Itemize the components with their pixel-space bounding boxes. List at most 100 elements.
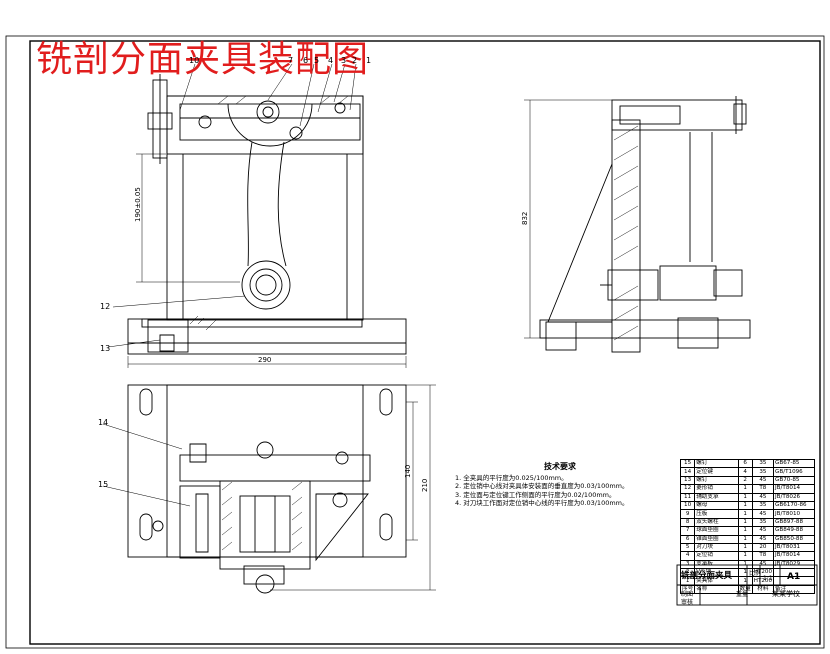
bom-cell: 8: [679, 517, 696, 528]
bom-cell: JB/T8014: [773, 551, 815, 561]
bom-cell: T8: [751, 551, 775, 561]
callout-3: 3: [341, 56, 347, 65]
bom-cell: 1: [737, 517, 753, 528]
bom-cell: GB849-88: [773, 526, 815, 536]
bom-cell: 4: [737, 467, 753, 477]
bom-cell: JB/T8031: [773, 542, 815, 553]
bom-cell: 1: [737, 526, 753, 536]
callout-10: 10: [189, 56, 200, 65]
drawing-title: 铣剖分面夹具装配图: [36, 39, 370, 80]
tech-requirement-line: 3. 定位面与定位键工作侧面的平行度为0.02/100mm。: [455, 490, 616, 499]
bom-cell: GB850-88: [773, 534, 815, 544]
bom-cell: 螺母: [694, 500, 739, 511]
bom-cell: 10: [679, 500, 696, 511]
outer-frame: [5, 35, 825, 649]
callout-14: 14: [98, 418, 109, 427]
bom-cell: 1: [737, 509, 753, 519]
callout-6: 6: [303, 56, 309, 65]
bom-cell: 1: [737, 551, 753, 561]
bom-cell: 辅助支承: [694, 492, 739, 502]
bom-cell: 2: [737, 475, 753, 486]
bom-cell: 45: [751, 526, 775, 536]
bom-cell: 35: [751, 517, 775, 528]
inner-frame: [29, 40, 821, 645]
callout-1: 1: [366, 56, 372, 65]
bom-cell: 1: [737, 576, 753, 586]
bom-cell: 压板: [694, 509, 739, 519]
bom-cell: 45: [751, 475, 775, 486]
bom-cell: 35: [751, 500, 775, 511]
bom-cell: 9: [679, 509, 696, 519]
bom-cell: 35: [751, 467, 775, 477]
bom-cell: 1: [737, 492, 753, 502]
bom-cell: 支承板: [694, 559, 739, 570]
bom-cell: JB/T8014: [773, 484, 815, 494]
scale-value: 1:1: [763, 575, 773, 582]
bom-cell: 45: [751, 492, 775, 502]
bom-cell: 4: [679, 551, 696, 561]
callout-12: 12: [100, 302, 111, 311]
bom-cell: 材料: [751, 584, 775, 595]
bom-cell: GB6170-86: [773, 500, 815, 511]
dim-top-inner: 140: [404, 464, 412, 478]
tech-requirement-line: 4. 对刀块工作面对定位销中心线的平行度为0.03/100mm。: [455, 499, 629, 507]
side-dimension-lines: [524, 99, 612, 339]
bom-cell: 12: [679, 484, 696, 494]
bom-cell: 35: [751, 458, 775, 469]
bom-cell: 6: [737, 458, 753, 469]
bom-header-row: 序号名称数量材料备注: [679, 584, 815, 595]
bom-cell: 45: [751, 509, 775, 519]
bom-cell: 6: [679, 534, 696, 544]
tech-requirement-line: 2. 定位销中心线对夹具体安装面的垂直度为0.03/100mm。: [455, 482, 629, 490]
bom-cell: 15: [679, 458, 696, 469]
bom-cell: 5: [679, 542, 696, 553]
bom-cell: 13: [679, 475, 696, 486]
scale-label: 比例: [749, 570, 762, 577]
dim-side-height: 832: [521, 211, 529, 225]
bom-cell: GB67-85: [773, 458, 815, 469]
bom-cell: 备注: [773, 584, 815, 595]
bom-cell: 球面垫圈: [694, 526, 739, 536]
bom-cell: 1: [737, 542, 753, 553]
technical-requirements: 技术要求 1. 全夹具的平行度为0.025/100mm。 2. 定位销中心线对夹…: [455, 462, 665, 508]
bom-cell: 序号: [679, 584, 696, 595]
callout-13: 13: [100, 344, 111, 353]
sheet-size: A1: [787, 572, 801, 582]
bom-cell: 14: [679, 467, 696, 477]
front-view: [127, 74, 407, 355]
dim-top-outer: 210: [421, 478, 429, 492]
bom-cell: 1: [737, 500, 753, 511]
bom-cell: 3: [679, 559, 696, 570]
bom-cell: 1: [737, 484, 753, 494]
side-view: [539, 96, 751, 353]
dim-front-width: 290: [258, 356, 272, 364]
checked-by-label: 审核: [681, 599, 694, 606]
bom-cell: GB/T1096: [773, 467, 815, 477]
callout-15: 15: [98, 480, 109, 489]
tech-requirements-heading: 技术要求: [544, 462, 576, 471]
top-view: [127, 384, 407, 594]
bom-cell: 定位键: [694, 467, 739, 477]
dim-front-height: 190±0.05: [134, 187, 142, 222]
bom-cell: JB/T8010: [773, 509, 815, 519]
bom-cell: 定位销: [694, 551, 739, 561]
bom-cell: 对刀块: [694, 542, 739, 553]
bom-cell: 名称: [694, 584, 739, 595]
tech-requirement-line: 1. 全夹具的平行度为0.025/100mm。: [455, 473, 568, 482]
bom-cell: GB70-85: [773, 475, 815, 486]
bom-cell: JB/T8026: [773, 492, 815, 502]
bom-cell: 菱形销: [694, 484, 739, 494]
bom-cell: 螺钉: [694, 475, 739, 486]
